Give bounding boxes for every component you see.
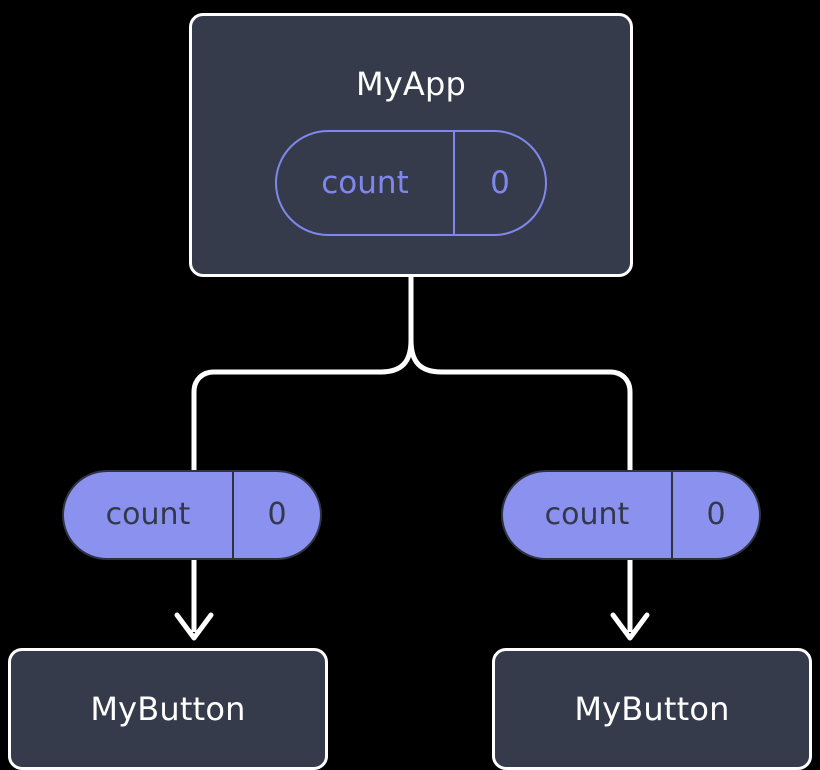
left-state-pill[interactable]: count 0 <box>62 470 322 560</box>
arrow-right-head-icon <box>610 612 650 641</box>
leaf-component-box-left[interactable]: MyButton <box>8 648 328 770</box>
leaf-component-box-right[interactable]: MyButton <box>492 648 812 770</box>
left-state-pill-key: count <box>64 472 234 558</box>
root-state-pill[interactable]: count 0 <box>275 130 547 236</box>
right-state-pill[interactable]: count 0 <box>501 470 761 560</box>
leaf-component-title-right: MyButton <box>574 690 730 728</box>
right-state-pill-key: count <box>503 472 673 558</box>
leaf-component-title-left: MyButton <box>90 690 246 728</box>
root-component-box[interactable]: MyApp count 0 <box>189 13 633 277</box>
arrow-left-head-icon <box>174 612 214 641</box>
right-state-pill-value: 0 <box>706 497 726 532</box>
root-state-pill-key: count <box>277 132 455 234</box>
root-state-pill-value: 0 <box>490 164 510 201</box>
trunk-split-connector <box>408 274 633 473</box>
left-state-pill-value: 0 <box>267 497 287 532</box>
root-component-title: MyApp <box>355 65 467 103</box>
trunk-split-connector-left <box>191 337 414 473</box>
